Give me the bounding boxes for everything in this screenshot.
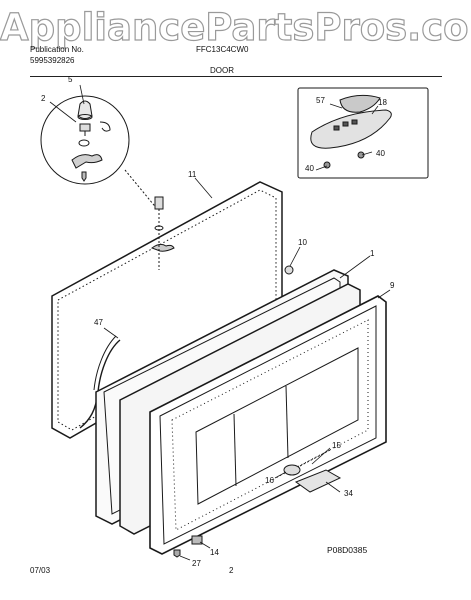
hinge-cap-part [77,100,93,120]
door-divider-left [233,413,237,487]
handle-cover-part [294,469,342,493]
hinge-clip-part [99,121,111,132]
callout-label: 10 [298,238,307,247]
callout-label: 1 [370,249,375,258]
callout-leader-lines [49,84,391,561]
callout-label: 40 [305,164,314,173]
page-number: 2 [229,566,234,575]
control-panel-inset-box [297,87,429,179]
hinge-washer-part [78,139,90,147]
watermark-logo: AppliancePartsPros.com [0,5,471,49]
publication-label: Publication No. [30,45,84,54]
handle-knob-part [283,464,301,476]
door-window-recess [195,347,359,505]
door-divider-right [285,385,289,459]
door-hinge-assembly [150,196,175,270]
revision-date: 07/03 [30,566,51,575]
hinge-screw-part [79,123,91,136]
model-number: FFC13C4CW0 [196,45,249,54]
bottom-hinge-part [191,535,203,545]
callout-label: 47 [94,318,103,327]
callout-label: 15 [332,441,341,450]
callout-numbers: 5 2 11 57 18 40 40 10 1 9 47 15 16 34 14… [41,75,395,568]
callout-label: 57 [316,96,325,105]
control-button-1 [333,125,340,131]
callout-label: 11 [188,170,197,179]
door-frame-inner-border [159,305,377,545]
hinge-bracket-part [71,154,103,169]
door-frame-part [149,295,387,555]
detail-leader-line [124,169,159,211]
section-title: DOOR [210,66,234,75]
control-housing-part [310,109,392,149]
plug-button-part [284,265,294,275]
control-button-2 [342,121,349,127]
wire-harness-second-lead [93,335,117,391]
callout-label: 2 [41,94,46,103]
callout-label: 16 [265,476,274,485]
panel-lens-part [339,94,381,113]
header-rule [30,76,442,77]
callout-label: 27 [192,559,201,568]
diagram-code: P08D0385 [327,545,368,555]
hinge-detail-circle [40,95,130,185]
callout-label: 5 [68,75,73,84]
bottom-screw-part [173,549,181,558]
callout-label: 34 [344,489,353,498]
callout-label: 9 [390,281,395,290]
control-button-3 [351,119,358,125]
callout-label: 40 [376,149,385,158]
publication-number: 5995392826 [30,56,75,65]
panel-screw-right [357,151,365,159]
callout-label: 14 [210,548,219,557]
hinge-bolt-part [81,171,87,182]
callout-label: 18 [378,98,387,107]
